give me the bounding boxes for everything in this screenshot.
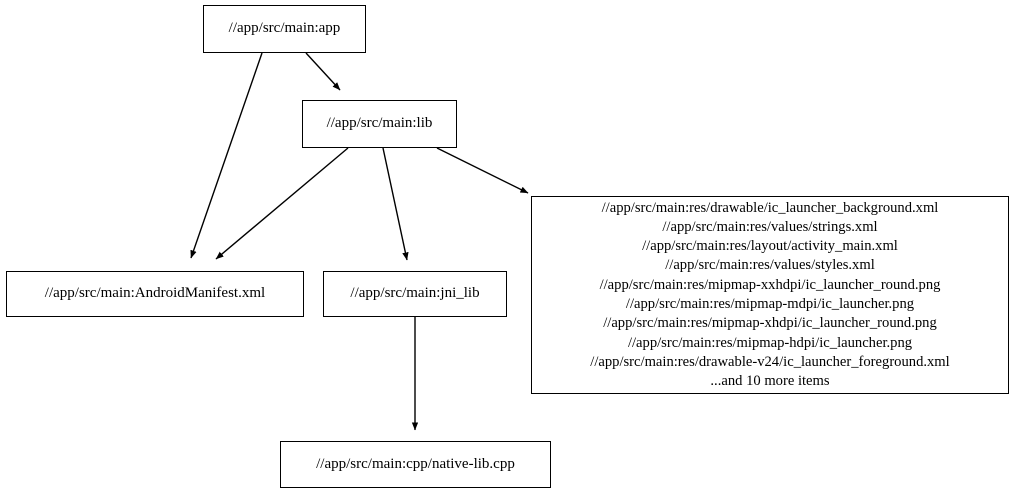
- edge-app-to-androidmanifest: [190, 52, 263, 259]
- graph-node-jni-lib[interactable]: //app/src/main:jni_lib: [323, 271, 507, 317]
- edge-lib-to-res-group: [436, 147, 529, 194]
- graph-node-res-group-label: //app/src/main:res/drawable/ic_launcher_…: [590, 199, 950, 390]
- graph-node-res-group[interactable]: //app/src/main:res/drawable/ic_launcher_…: [531, 196, 1009, 394]
- edge-app-to-lib: [305, 52, 341, 91]
- graph-node-lib-label: //app/src/main:lib: [326, 115, 433, 132]
- graph-node-jni-lib-label: //app/src/main:jni_lib: [350, 285, 480, 302]
- graph-node-lib[interactable]: //app/src/main:lib: [302, 100, 457, 148]
- graph-node-native-lib-cpp[interactable]: //app/src/main:cpp/native-lib.cpp: [280, 441, 551, 488]
- graph-node-androidmanifest-label: //app/src/main:AndroidManifest.xml: [44, 285, 266, 302]
- edge-lib-to-androidmanifest: [215, 147, 349, 260]
- graph-node-native-lib-cpp-label: //app/src/main:cpp/native-lib.cpp: [316, 455, 515, 472]
- graph-node-app[interactable]: //app/src/main:app: [203, 5, 366, 53]
- graph-node-app-label: //app/src/main:app: [228, 20, 341, 37]
- graph-node-androidmanifest[interactable]: //app/src/main:AndroidManifest.xml: [6, 271, 304, 317]
- edge-lib-to-jni-lib: [382, 147, 409, 261]
